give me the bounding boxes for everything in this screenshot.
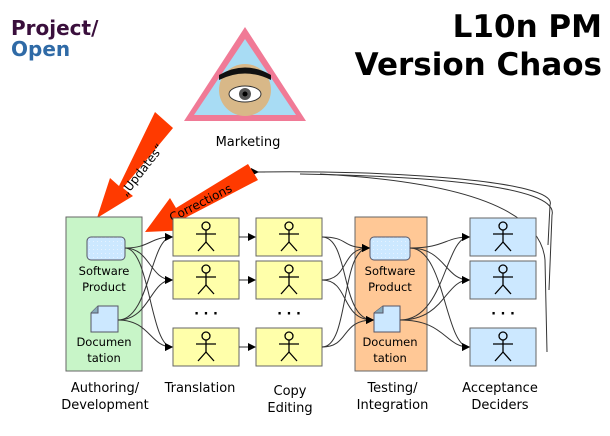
connector-arrow xyxy=(399,233,470,321)
feedback-lines xyxy=(251,168,553,353)
actor-box-translation xyxy=(172,327,240,367)
actor-box-copy-editing xyxy=(255,260,323,300)
feedback-line xyxy=(257,171,551,246)
person-icon xyxy=(279,331,299,362)
actor-box-translation xyxy=(172,217,240,257)
testing-software-label-2: Product xyxy=(368,280,412,294)
connector-arrow xyxy=(117,233,173,321)
title-line-1: L10n PM xyxy=(452,9,602,45)
person-icon xyxy=(279,221,299,252)
page-title: L10n PM Version Chaos xyxy=(355,8,602,84)
marketing-eye-icon xyxy=(184,27,306,121)
connector-arrow xyxy=(399,319,470,351)
person-icon xyxy=(196,264,216,295)
connector-arrow xyxy=(321,244,370,281)
authoring-software-label-2: Product xyxy=(82,280,126,294)
actor-box-acceptance xyxy=(469,217,537,257)
actor-box-translation xyxy=(172,260,240,300)
person-icon xyxy=(493,264,513,295)
person-icon xyxy=(493,331,513,362)
actor-box-copy-editing xyxy=(255,327,323,367)
person-icon xyxy=(279,264,299,295)
person-icon xyxy=(493,221,513,252)
connector-arrow xyxy=(409,247,470,351)
connector-arrow xyxy=(399,276,470,321)
authoring-doc-label-2: tation xyxy=(87,351,121,365)
testing-doc-label-1: Documen xyxy=(362,335,417,349)
stage-testing: Software Product Documen tation xyxy=(354,216,428,372)
person-icon xyxy=(196,221,216,252)
actor-box-acceptance xyxy=(469,327,537,367)
logo-open: Open xyxy=(11,37,71,61)
person-icon xyxy=(196,331,216,362)
connector-arrow xyxy=(321,244,370,348)
connector-arrow xyxy=(117,319,173,351)
testing-doc-label-2: tation xyxy=(373,351,407,365)
authoring-doc-label-1: Documen xyxy=(76,335,131,349)
ellipsis-acceptance: · · · xyxy=(491,307,515,322)
connector-arrow xyxy=(321,279,374,324)
connector-arrow xyxy=(321,316,374,348)
testing-software-label-1: Software xyxy=(365,264,416,278)
ellipsis-copy-editing: · · · xyxy=(277,307,301,322)
actor-box-acceptance xyxy=(469,260,537,300)
updates-arrow: „Updates“ xyxy=(97,112,173,218)
title-line-2: Version Chaos xyxy=(354,47,602,83)
connector-arrow xyxy=(117,276,173,321)
stage-authoring: Software Product Documen tation xyxy=(65,216,143,372)
logo-project: Project/ xyxy=(11,16,99,40)
ellipsis-translation: · · · xyxy=(194,307,218,322)
actor-box-copy-editing xyxy=(255,217,323,257)
connector-arrow xyxy=(321,236,374,324)
authoring-software-label-1: Software xyxy=(79,264,130,278)
